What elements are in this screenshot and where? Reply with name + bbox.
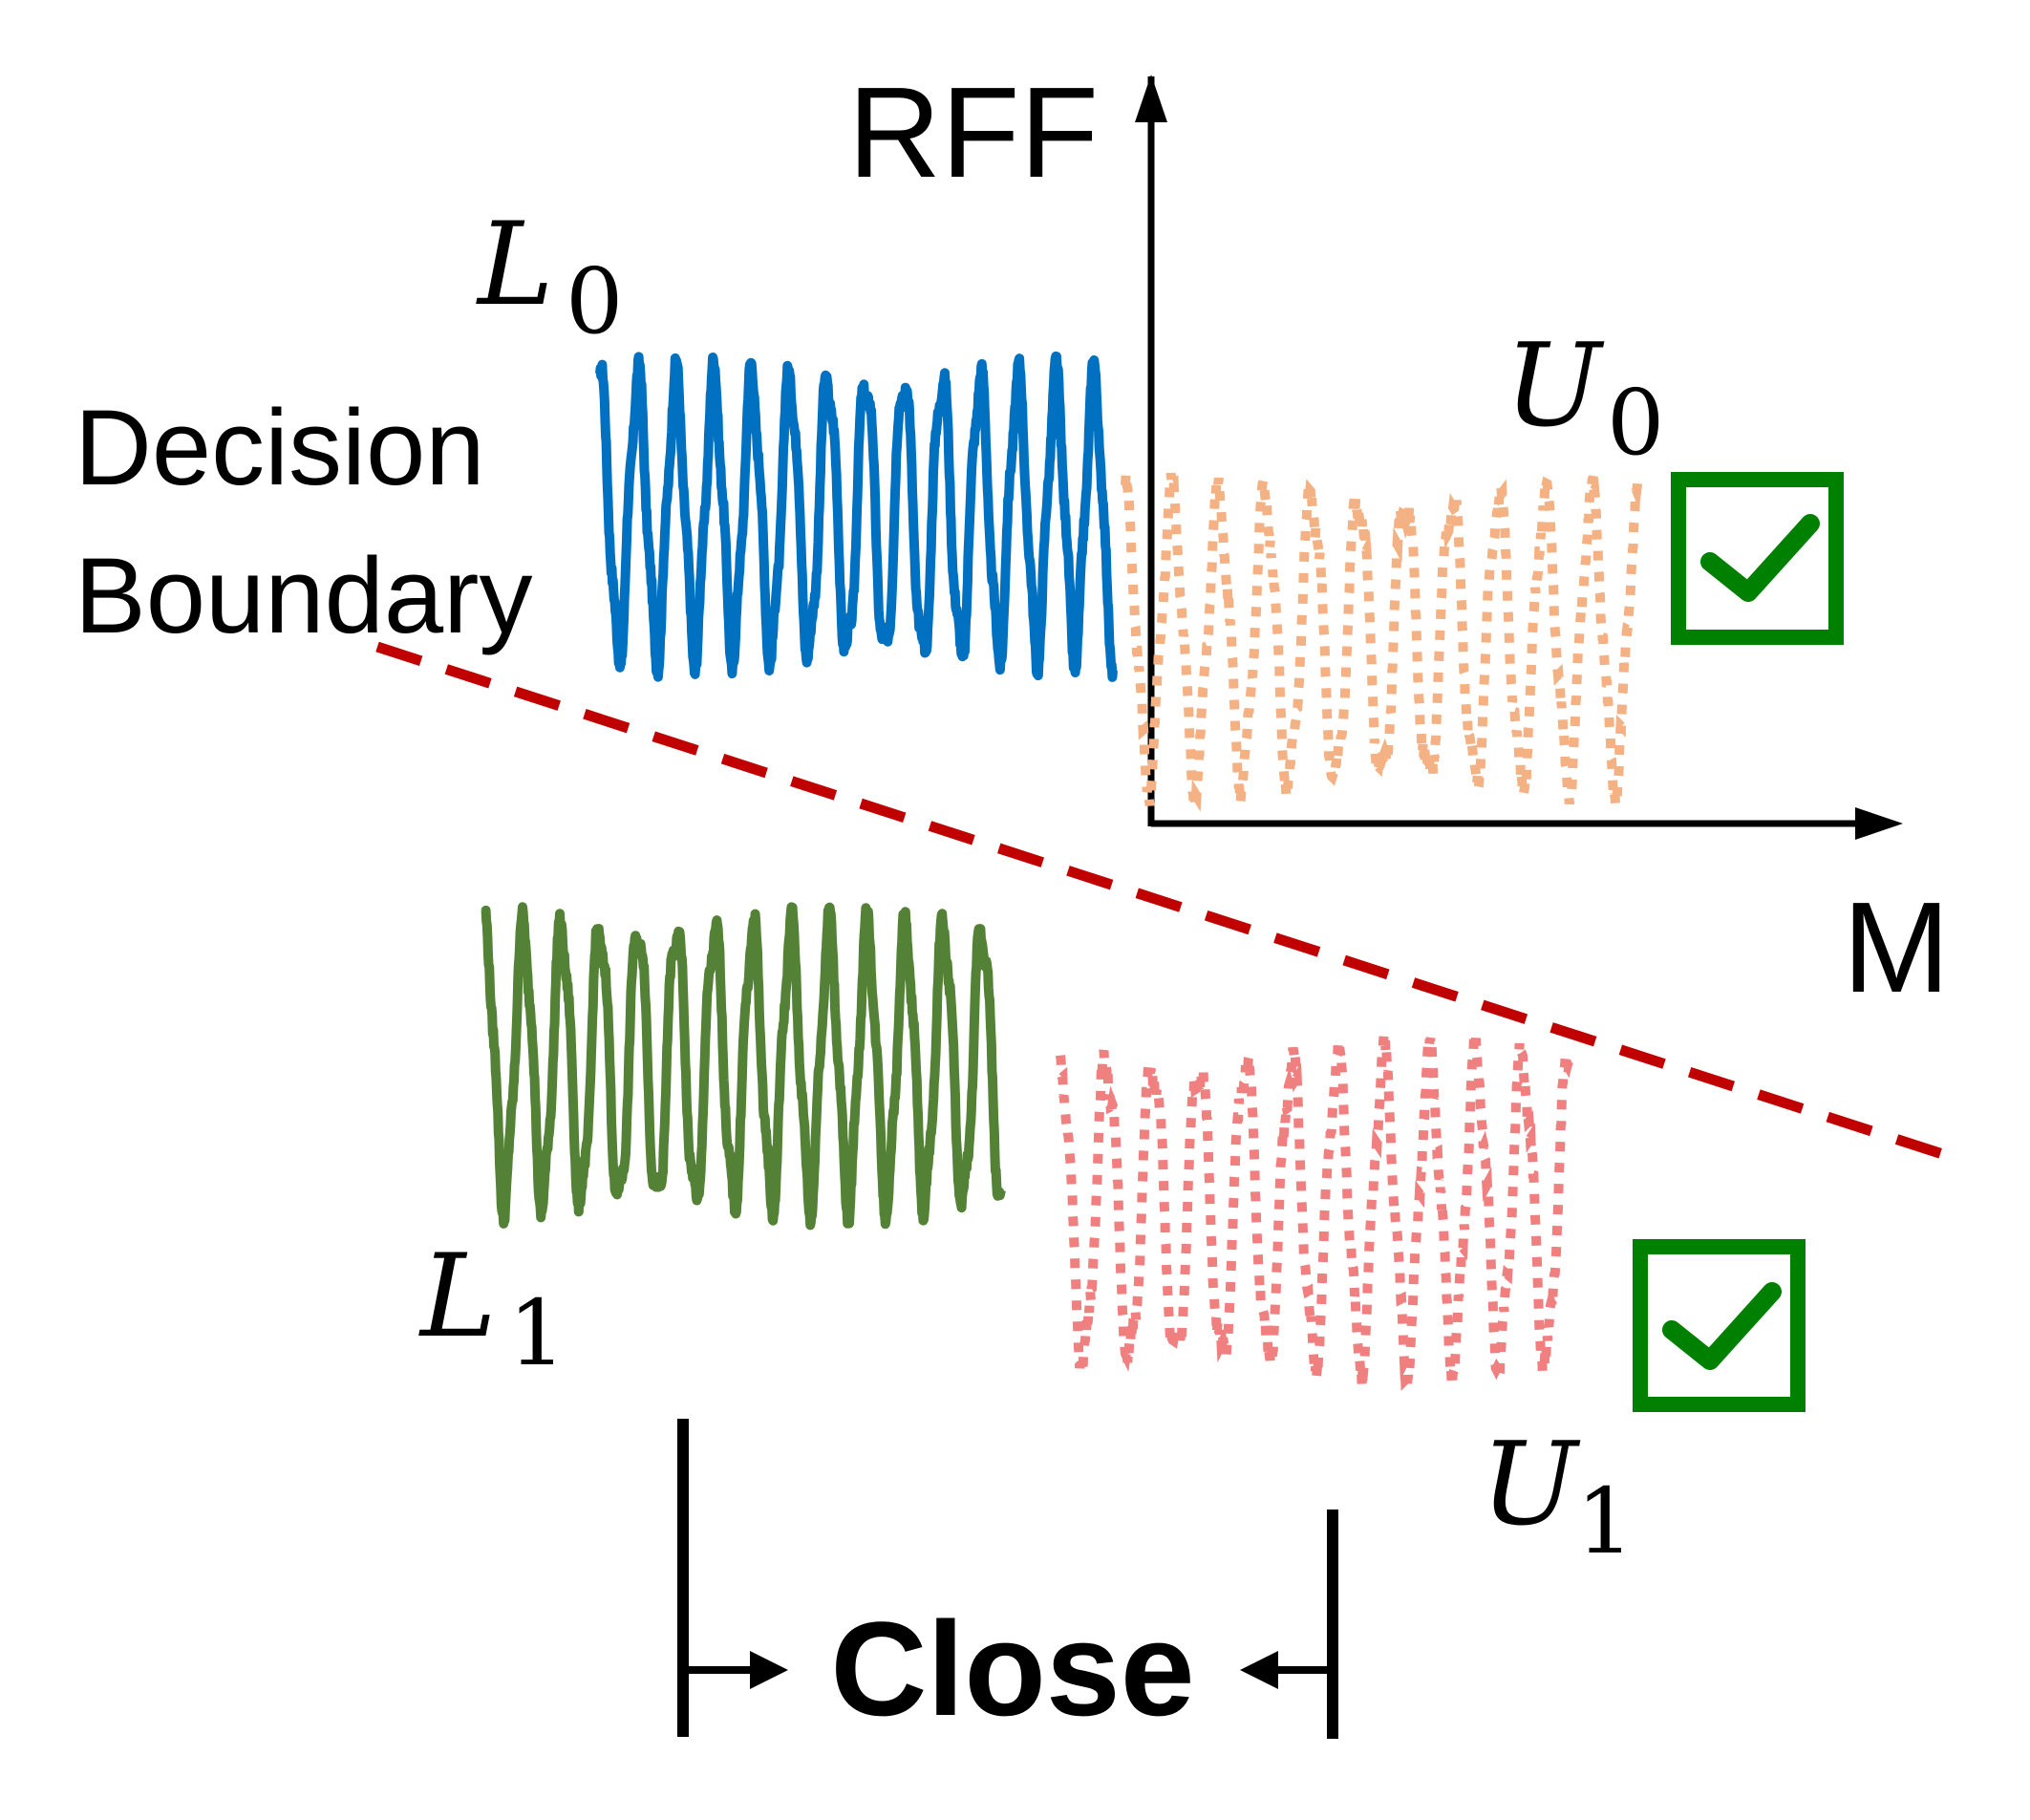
label-u0-subscript: 0 [1607,371,1664,476]
x-axis-label: M [1843,875,1950,1019]
x-axis-arrowhead-icon [1855,807,1903,840]
label-l1-letter: L [418,1231,497,1363]
waveform-l0 [595,351,1118,682]
checkbox-u1-frame [1633,1239,1806,1412]
label-u1-subscript: 1 [1576,1469,1634,1574]
y-axis-arrowhead-icon [1135,75,1167,122]
waveform-u1 [1056,1022,1573,1391]
checkbox-u0-frame [1671,472,1844,645]
label-u0-letter: U [1505,320,1605,453]
label-l0-subscript: 0 [566,249,623,354]
decision-boundary-label-line1: Decision [75,388,485,507]
decision-boundary-label: Decision Boundary [75,388,532,655]
distance-marker: Close [677,1419,1338,1744]
checkbox-check-icon [1633,1239,1806,1412]
distance-marker-label: Close [830,1594,1194,1744]
label-u0: U 0 [1505,320,1664,476]
decision-boundary-line [375,641,1965,1167]
check-u0-icon [1700,514,1820,602]
waveform-u0 [1121,470,1643,812]
inward-arrows-icon [750,1651,788,1689]
waveform-l1 [481,902,1006,1231]
label-l1: L 1 [418,1231,566,1386]
label-l0: L 0 [476,199,623,354]
label-u1: U 1 [1481,1419,1634,1574]
label-l1-subscript: 1 [508,1281,566,1386]
label-l0-letter: L [476,199,554,332]
decision-boundary-label-line2: Boundary [75,536,532,655]
y-axis-label: RFF [848,60,1099,204]
label-u1-letter: U [1481,1419,1581,1552]
checkbox-check-icon [1671,472,1844,645]
coordinate-axes: RFF M [848,60,1951,1019]
inward-arrows-icon [1240,1651,1278,1689]
check-u1-icon [1662,1282,1782,1370]
